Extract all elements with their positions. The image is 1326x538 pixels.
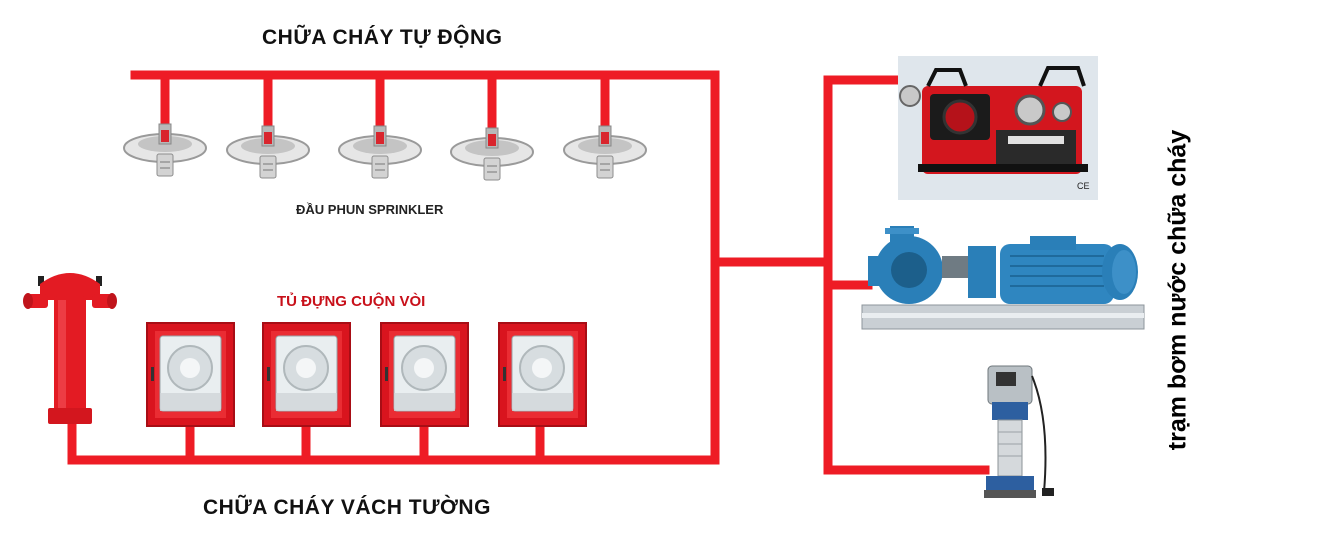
hose-cabinet <box>498 322 587 427</box>
fire-hydrant <box>23 273 117 424</box>
portable-fire-pump <box>898 56 1098 200</box>
hose-cabinet <box>262 322 351 427</box>
ce-mark: CE <box>1077 181 1090 191</box>
pump-station-label: trạm bơm nước chữa cháy <box>1163 129 1192 451</box>
wall-system-label: CHỮA CHÁY VÁCH TƯỜNG <box>203 496 491 519</box>
hose-cabinet <box>146 322 235 427</box>
sprinkler-main-pipe <box>130 70 720 465</box>
sprinkler-head <box>450 127 534 181</box>
sprinkler-head <box>563 125 647 179</box>
sprinkler-head <box>226 125 310 179</box>
hose-cabinet-label: TỦ ĐỰNG CUỘN VÒI <box>277 293 426 310</box>
pipe-network <box>67 70 990 475</box>
sprinkler-head <box>123 123 207 177</box>
electric-centrifugal-pump <box>861 226 1145 330</box>
sprinkler-label: ĐẦU PHUN SPRINKLER <box>296 202 444 217</box>
vertical-jockey-pump <box>984 365 1054 498</box>
hose-cabinet <box>380 322 469 427</box>
sprinkler-head <box>338 125 422 179</box>
automatic-system-label: CHỮA CHÁY TỰ ĐỘNG <box>262 26 503 49</box>
